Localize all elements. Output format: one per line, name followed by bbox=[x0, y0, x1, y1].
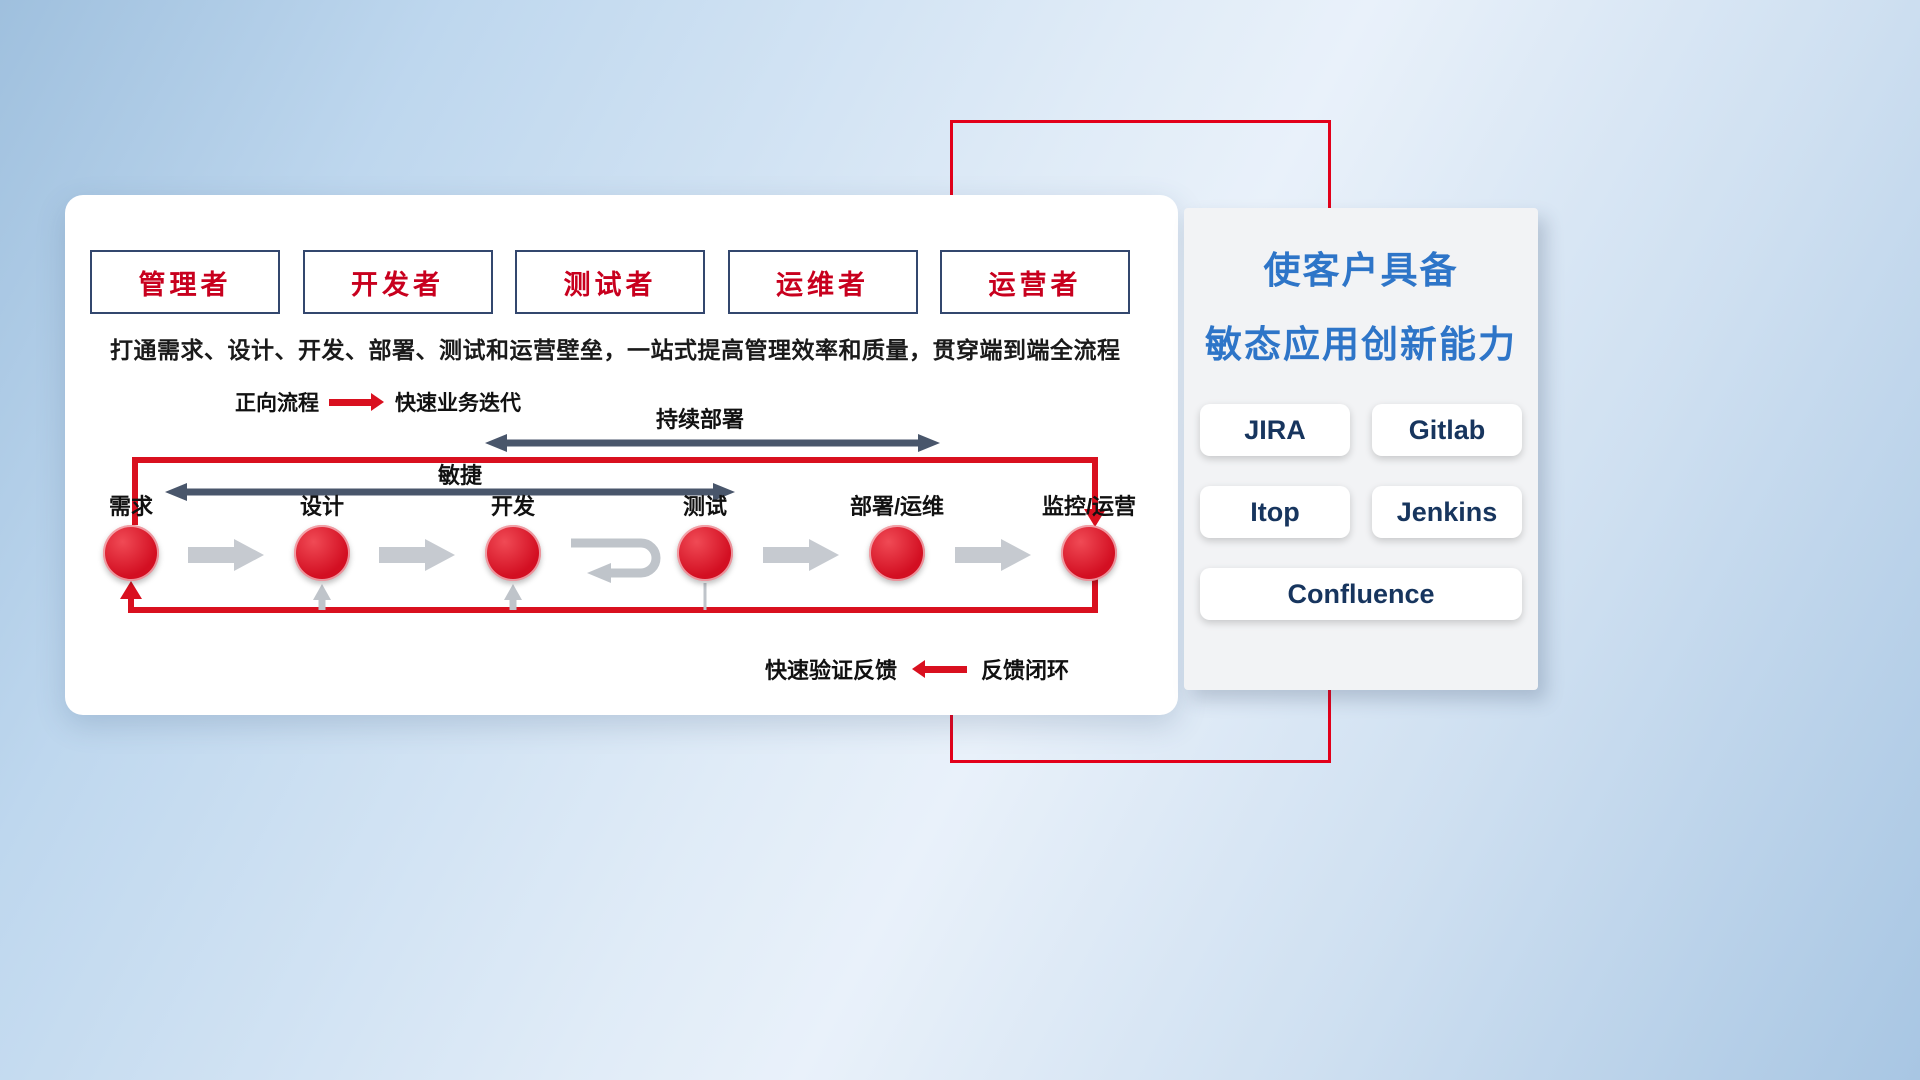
arrowhead-left-icon bbox=[485, 434, 507, 452]
feedback-loop-line bbox=[128, 579, 1098, 613]
forward-legend: 正向流程 快速业务迭代 bbox=[235, 387, 521, 417]
stage-circle-icon bbox=[869, 525, 925, 581]
panel-title-line2: 敏态应用创新能力 bbox=[1205, 324, 1517, 365]
red-left-arrow-icon bbox=[925, 665, 968, 673]
feedback-legend-desc: 快速验证反馈 bbox=[765, 658, 898, 683]
forward-loop-arrowhead-icon bbox=[1084, 509, 1106, 527]
arrowhead-right-icon bbox=[713, 483, 735, 501]
stage-circle-icon bbox=[485, 525, 541, 581]
role-label: 开发者 bbox=[351, 269, 444, 300]
tool-chip-confluence: Confluence bbox=[1200, 568, 1522, 620]
role-label: 运维者 bbox=[776, 269, 869, 300]
arrowhead-left-icon bbox=[165, 483, 187, 501]
role-box-operator: 运营者 bbox=[940, 250, 1130, 314]
label-agile: 敏捷 bbox=[437, 463, 482, 488]
tools-grid: JIRA Gitlab Itop Jenkins Confluence bbox=[1184, 382, 1538, 620]
red-right-arrow-icon bbox=[329, 398, 371, 406]
stage-development: 开发 bbox=[453, 493, 573, 581]
feedback-up-arrowhead-icon bbox=[504, 584, 522, 600]
role-label: 测试者 bbox=[563, 269, 657, 300]
tool-chip-itop: Itop bbox=[1200, 486, 1350, 538]
stage-design: 设计 bbox=[262, 493, 382, 581]
stage-requirements: 需求 bbox=[71, 493, 191, 581]
main-card: 管理者 开发者 测试者 运维者 运营者 打通需求、设计、开发、部署、测试和运营壁… bbox=[65, 195, 1178, 715]
role-label: 运营者 bbox=[988, 269, 1082, 300]
tool-chip-jenkins: Jenkins bbox=[1372, 486, 1522, 538]
tool-chip-jira: JIRA bbox=[1200, 404, 1350, 456]
role-box-developer: 开发者 bbox=[302, 250, 493, 314]
tool-chip-gitlab: Gitlab bbox=[1372, 404, 1522, 456]
stage-circle-icon bbox=[1061, 525, 1117, 581]
capability-panel: 使客户具备 敏态应用创新能力 JIRA Gitlab Itop Jenkins … bbox=[1184, 208, 1538, 690]
forward-loop-line bbox=[132, 457, 1098, 525]
flow-step-arrow-icon bbox=[379, 539, 455, 571]
flow-step-arrow-icon bbox=[188, 539, 264, 571]
stage-deploy-ops: 部署/运维 bbox=[837, 493, 957, 581]
iteration-loop-icon bbox=[571, 538, 661, 578]
stage-circle-icon bbox=[294, 525, 350, 581]
stage-monitor-ops: 监控/运营 bbox=[1029, 493, 1149, 581]
stage-testing: 测试 bbox=[645, 493, 765, 581]
panel-title-line1: 使客户具备 bbox=[1263, 250, 1459, 291]
stage-label: 设计 bbox=[299, 494, 344, 519]
stage-label: 监控/运营 bbox=[1041, 494, 1137, 519]
feedback-legend-label: 反馈闭环 bbox=[981, 658, 1070, 683]
stage-label: 部署/运维 bbox=[849, 494, 945, 519]
stage-label: 开发 bbox=[490, 494, 535, 519]
flow-step-arrow-icon bbox=[763, 539, 839, 571]
stage-label: 需求 bbox=[108, 494, 153, 519]
role-box-manager: 管理者 bbox=[90, 250, 280, 314]
stage-circle-icon bbox=[677, 525, 733, 581]
label-continuous-deployment: 持续部署 bbox=[655, 407, 744, 432]
flow-diagram-lines bbox=[120, 434, 1106, 613]
feedback-legend: 快速验证反馈 反馈闭环 bbox=[765, 653, 1069, 685]
stage-circle-icon bbox=[103, 525, 159, 581]
panel-title: 使客户具备 敏态应用创新能力 bbox=[1184, 208, 1538, 382]
role-label: 管理者 bbox=[138, 269, 232, 300]
role-box-tester: 测试者 bbox=[515, 250, 705, 314]
feedback-loop-arrowhead-icon bbox=[120, 581, 142, 599]
feedback-up-arrowhead-icon bbox=[313, 584, 331, 600]
flow-step-arrow-icon bbox=[955, 539, 1031, 571]
role-box-ops: 运维者 bbox=[727, 250, 918, 314]
arrowhead-right-icon bbox=[918, 434, 940, 452]
stage-label: 测试 bbox=[682, 494, 727, 519]
headline-text: 打通需求、设计、开发、部署、测试和运营壁垒，一站式提高管理效率和质量，贯穿端到端… bbox=[110, 337, 1121, 363]
forward-legend-label: 正向流程 bbox=[235, 392, 319, 415]
iteration-loop-arrowhead-icon bbox=[587, 563, 611, 583]
forward-legend-desc: 快速业务迭代 bbox=[395, 392, 521, 415]
roles-row: 管理者 开发者 测试者 运维者 运营者 bbox=[90, 250, 1130, 314]
